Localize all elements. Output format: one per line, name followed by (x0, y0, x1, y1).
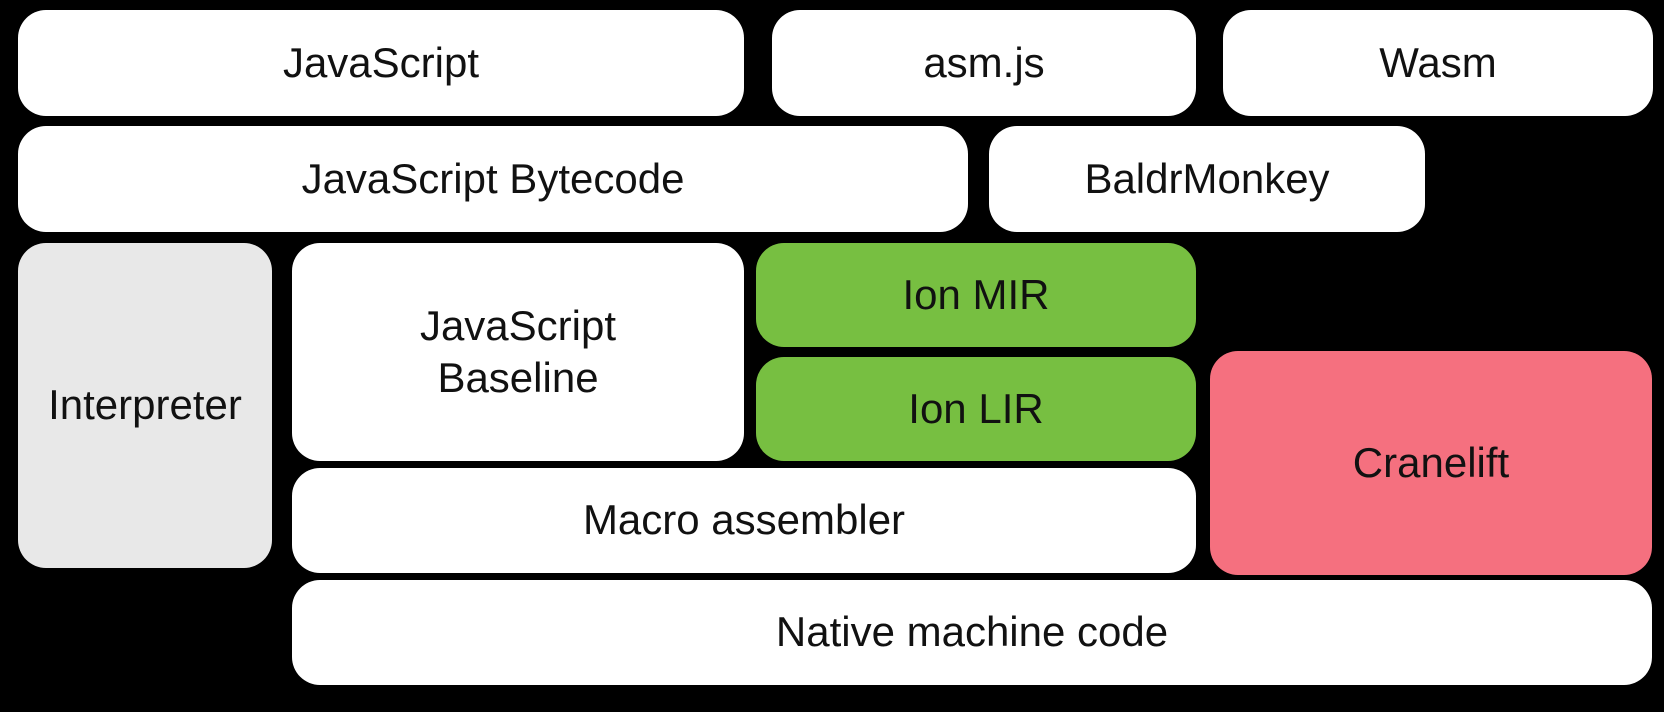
box-label: JavaScript Bytecode (301, 154, 685, 202)
box-baldrmonkey: BaldrMonkey (989, 126, 1425, 232)
box-label: BaldrMonkey (1084, 154, 1330, 202)
box-label: Wasm (1379, 38, 1497, 86)
box-javascript-baseline: JavaScript Baseline (292, 243, 744, 461)
box-label: asm.js (923, 38, 1045, 86)
box-javascript: JavaScript (18, 10, 744, 116)
box-label: JavaScript Baseline (419, 301, 617, 402)
box-cranelift: Cranelift (1210, 351, 1652, 575)
box-ion-lir: Ion LIR (756, 357, 1196, 461)
box-interpreter: Interpreter (18, 243, 272, 568)
box-label: Macro assembler (582, 496, 906, 544)
box-label: Ion LIR (908, 384, 1044, 432)
box-label: Interpreter (48, 381, 242, 429)
box-native-machine-code: Native machine code (292, 580, 1652, 685)
box-label: Cranelift (1352, 438, 1510, 486)
box-ion-mir: Ion MIR (756, 243, 1196, 347)
box-wasm: Wasm (1223, 10, 1653, 116)
box-asmjs: asm.js (772, 10, 1196, 116)
box-macro-assembler: Macro assembler (292, 468, 1196, 573)
box-label: JavaScript (282, 38, 480, 86)
box-label: Native machine code (775, 608, 1169, 656)
box-javascript-bytecode: JavaScript Bytecode (18, 126, 968, 232)
box-label: Ion MIR (902, 270, 1050, 318)
